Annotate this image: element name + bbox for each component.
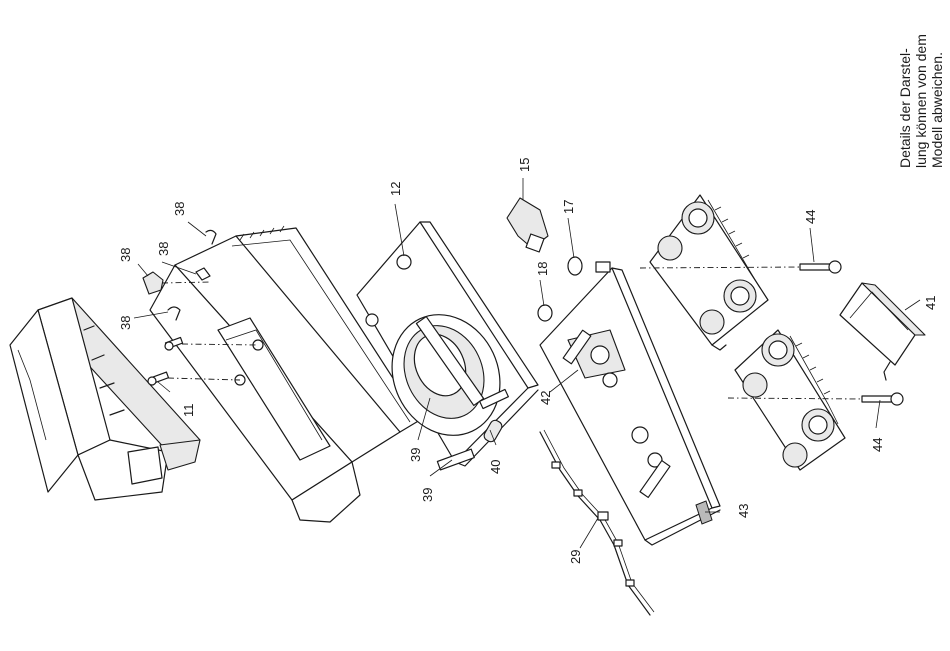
callout-11: 11: [181, 404, 196, 418]
note-line-2: lung können von dem: [913, 34, 929, 168]
note-line-3: Modell abweichen.: [929, 52, 945, 168]
callout-42: 42: [538, 391, 553, 405]
electronic-block-part: [840, 283, 925, 380]
callout-38: 38: [118, 316, 133, 330]
note-line-1: Details der Darstel-: [897, 48, 913, 168]
disclaimer-note: Details der Darstel- lung können von dem…: [897, 34, 945, 168]
callout-38: 38: [172, 202, 187, 216]
bogie-bottom-part: [735, 330, 845, 470]
callout-15: 15: [517, 158, 532, 172]
callout-43: 43: [736, 504, 751, 518]
callout-39: 39: [408, 448, 423, 462]
callout-39: 39: [420, 488, 435, 502]
coupler-part: [507, 198, 548, 252]
callout-41: 41: [923, 296, 938, 310]
callout-38: 38: [118, 248, 133, 262]
callout-38: 38: [156, 242, 171, 256]
bogie-top-part: [650, 195, 768, 350]
callout-44: 44: [803, 210, 818, 224]
callout-18: 18: [535, 262, 550, 276]
callout-40: 40: [488, 460, 503, 474]
callout-17: 17: [561, 200, 576, 214]
callout-12: 12: [388, 182, 403, 196]
callout-44: 44: [870, 438, 885, 452]
callout-29: 29: [568, 550, 583, 564]
